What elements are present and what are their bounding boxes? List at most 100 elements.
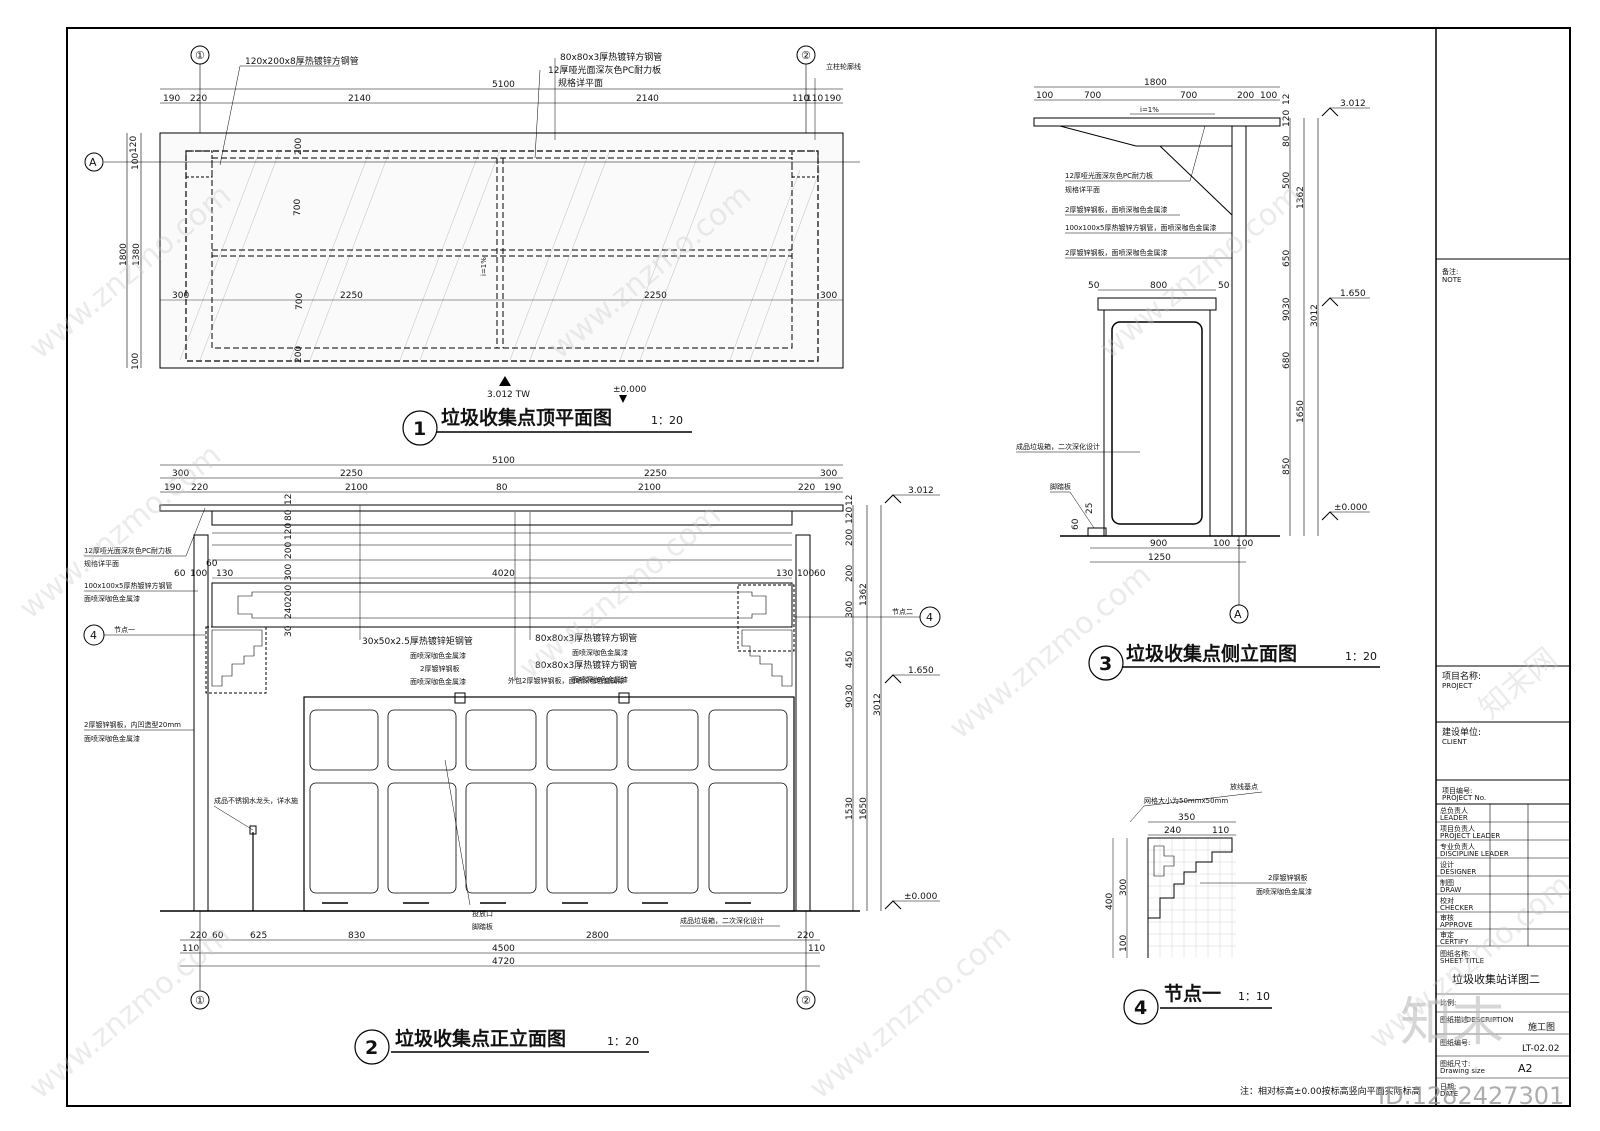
bdim-4500: 4500 (492, 944, 515, 954)
dim-190-right: 190 (824, 94, 841, 104)
axis-1-bubble (190, 45, 210, 65)
tb-client-label: 建设单位: (1442, 726, 1481, 738)
tb-pno-label: 项目编号: (1442, 786, 1472, 795)
steel-frame-inner (211, 157, 793, 349)
dim-300-right: 300 (820, 469, 837, 479)
slope-label: i=1% (480, 257, 488, 276)
column-right (791, 150, 819, 178)
rvdim-200-b: 200 (845, 565, 855, 582)
title-number-3: 3 (1099, 653, 1112, 675)
drop-port-left (454, 692, 466, 704)
svdim-1362: 1362 (1296, 186, 1306, 209)
callout-outer-plate: 外包2厚镀锌钢板，面喷深咖色金属漆 (508, 676, 624, 685)
bracket-profile (1147, 837, 1233, 958)
side-level-0: ±0.000 (1334, 503, 1368, 513)
column-side (1231, 125, 1247, 537)
callout-tube-80: 80x80x3厚热镀锌方钢管 (560, 51, 662, 63)
elevation-arrow-up (499, 376, 511, 386)
level-marks: 3.012 1.650 ±0.000 (884, 486, 940, 910)
tb-row-0-en: LEADER (1440, 814, 1468, 822)
vdim-120: 120 (284, 523, 294, 540)
roof-slab (159, 504, 844, 512)
node-1-label: 节点一 (114, 626, 135, 634)
dim-220-left: 220 (191, 483, 208, 493)
watermark-brand: 知末网 (1473, 641, 1564, 726)
node-callout-paint: 面喷深咖色金属漆 (1256, 887, 1312, 896)
footer-note: 注：相对标高±0.00按标高竖向平面实际标高 (1240, 1085, 1421, 1097)
bdim-625: 625 (250, 931, 267, 941)
callout-plate-side: 2厚镀锌钢板，内凹造型20mm (84, 720, 181, 729)
side-callout-kick: 脚踏板 (1050, 482, 1071, 491)
column-left (185, 150, 213, 178)
node-dim-110: 110 (1212, 826, 1229, 836)
node-grid-leader (1129, 805, 1145, 823)
bdim-830: 830 (348, 931, 365, 941)
callout-drop-port: 投放口 (472, 909, 493, 918)
node-2-number: 4 (926, 611, 933, 624)
dim-700-v1: 700 (293, 199, 303, 216)
roof-side (1033, 117, 1281, 127)
title-block: 备注: NOTE 项目名称: PROJECT 建设单位: CLIENT 项目编号… (1436, 258, 1570, 1098)
tb-size-en: Drawing size (1440, 1067, 1485, 1075)
tb-sheetno-label: 图纸编号: (1440, 1038, 1470, 1047)
side-callout-spec: 规格详平面 (1065, 185, 1100, 194)
bin-bdim-100-b: 100 (1236, 539, 1253, 549)
axis-2-bubble (796, 990, 816, 1010)
elevation-mark: 3.012 TW (487, 390, 530, 400)
node-callout-grid: 网格大小为50mmx50mm (1144, 796, 1228, 805)
vdim-300: 300 (284, 564, 294, 581)
dim-220-right: 220 (798, 483, 815, 493)
dim-190-right: 190 (824, 483, 841, 493)
bin-bdim-100-a: 100 (1213, 539, 1230, 549)
rvdim-1650: 1650 (859, 797, 869, 820)
callout-tube-80a: 80x80x3厚热镀锌方钢管 (535, 632, 637, 644)
title-bubble-3 (1088, 645, 1124, 681)
tb-sheet-title-label: 图纸名称: (1440, 949, 1470, 958)
fascia-panel (211, 582, 793, 628)
axis-1-bubble (190, 990, 210, 1010)
dim-300-right: 300 (820, 291, 837, 301)
title-bubble-1 (402, 410, 438, 446)
dim-overall: 5100 (492, 80, 515, 90)
dim-1380: 1380 (132, 243, 142, 266)
tb-row-1-cn: 项目负责人 (1440, 824, 1475, 833)
node-2-label: 节点二 (892, 608, 913, 616)
svdim-850: 850 (1282, 458, 1292, 475)
svdim-500: 500 (1282, 172, 1292, 189)
axis-2-bubble (796, 45, 816, 65)
svdim-1650: 1650 (1296, 400, 1306, 423)
side-dim-200: 200 (1237, 91, 1254, 101)
side-callout-bins: 成品垃圾箱，二次深化设计 (1016, 442, 1100, 451)
drop-port-right (618, 692, 630, 704)
title-front-elev: 垃圾收集点正立面图 (395, 1027, 566, 1050)
tb-scale-label: 比例: (1440, 998, 1456, 1007)
node-dim-240: 240 (1164, 826, 1181, 836)
strut (1159, 145, 1233, 216)
faucet-head (249, 825, 257, 835)
bracket-fret (1153, 845, 1175, 877)
tb-row-4-cn: 制图 (1440, 878, 1454, 887)
tb-rows: 总负责人 LEADER 项目负责人 PROJECT LEADER 专业负责人 D… (1436, 806, 1570, 947)
tb-row-1-en: PROJECT LEADER (1440, 832, 1500, 840)
bin-cabinet (303, 696, 795, 912)
dim-300-left: 300 (172, 469, 189, 479)
scale-top-plan: 1：20 (651, 414, 683, 427)
dim-200-v: 200 (294, 138, 304, 155)
dim-1800: 1800 (119, 243, 129, 266)
kick-plate-side (1087, 527, 1107, 537)
svdim-12: 12 (1282, 94, 1292, 105)
dim-2140-left: 2140 (348, 94, 371, 104)
tb-size-value: A2 (1518, 1062, 1533, 1075)
dim-300-left: 300 (172, 291, 189, 301)
column-right (795, 534, 811, 912)
tb-row-3-en: DESIGNER (1440, 868, 1476, 876)
dim-4020: 4020 (492, 569, 515, 579)
rvdim-3012: 3012 (873, 693, 883, 716)
rvdim-90: 90 (845, 696, 855, 708)
fascia-ornament (237, 591, 767, 619)
vdim-80: 80 (284, 509, 294, 521)
tb-row-5-cn: 校对 (1440, 896, 1454, 905)
tb-date-label: 日期: (1440, 1083, 1456, 1091)
rvdim-1530: 1530 (845, 797, 855, 820)
watermark-id: ID:1282427301 (1378, 1082, 1564, 1110)
